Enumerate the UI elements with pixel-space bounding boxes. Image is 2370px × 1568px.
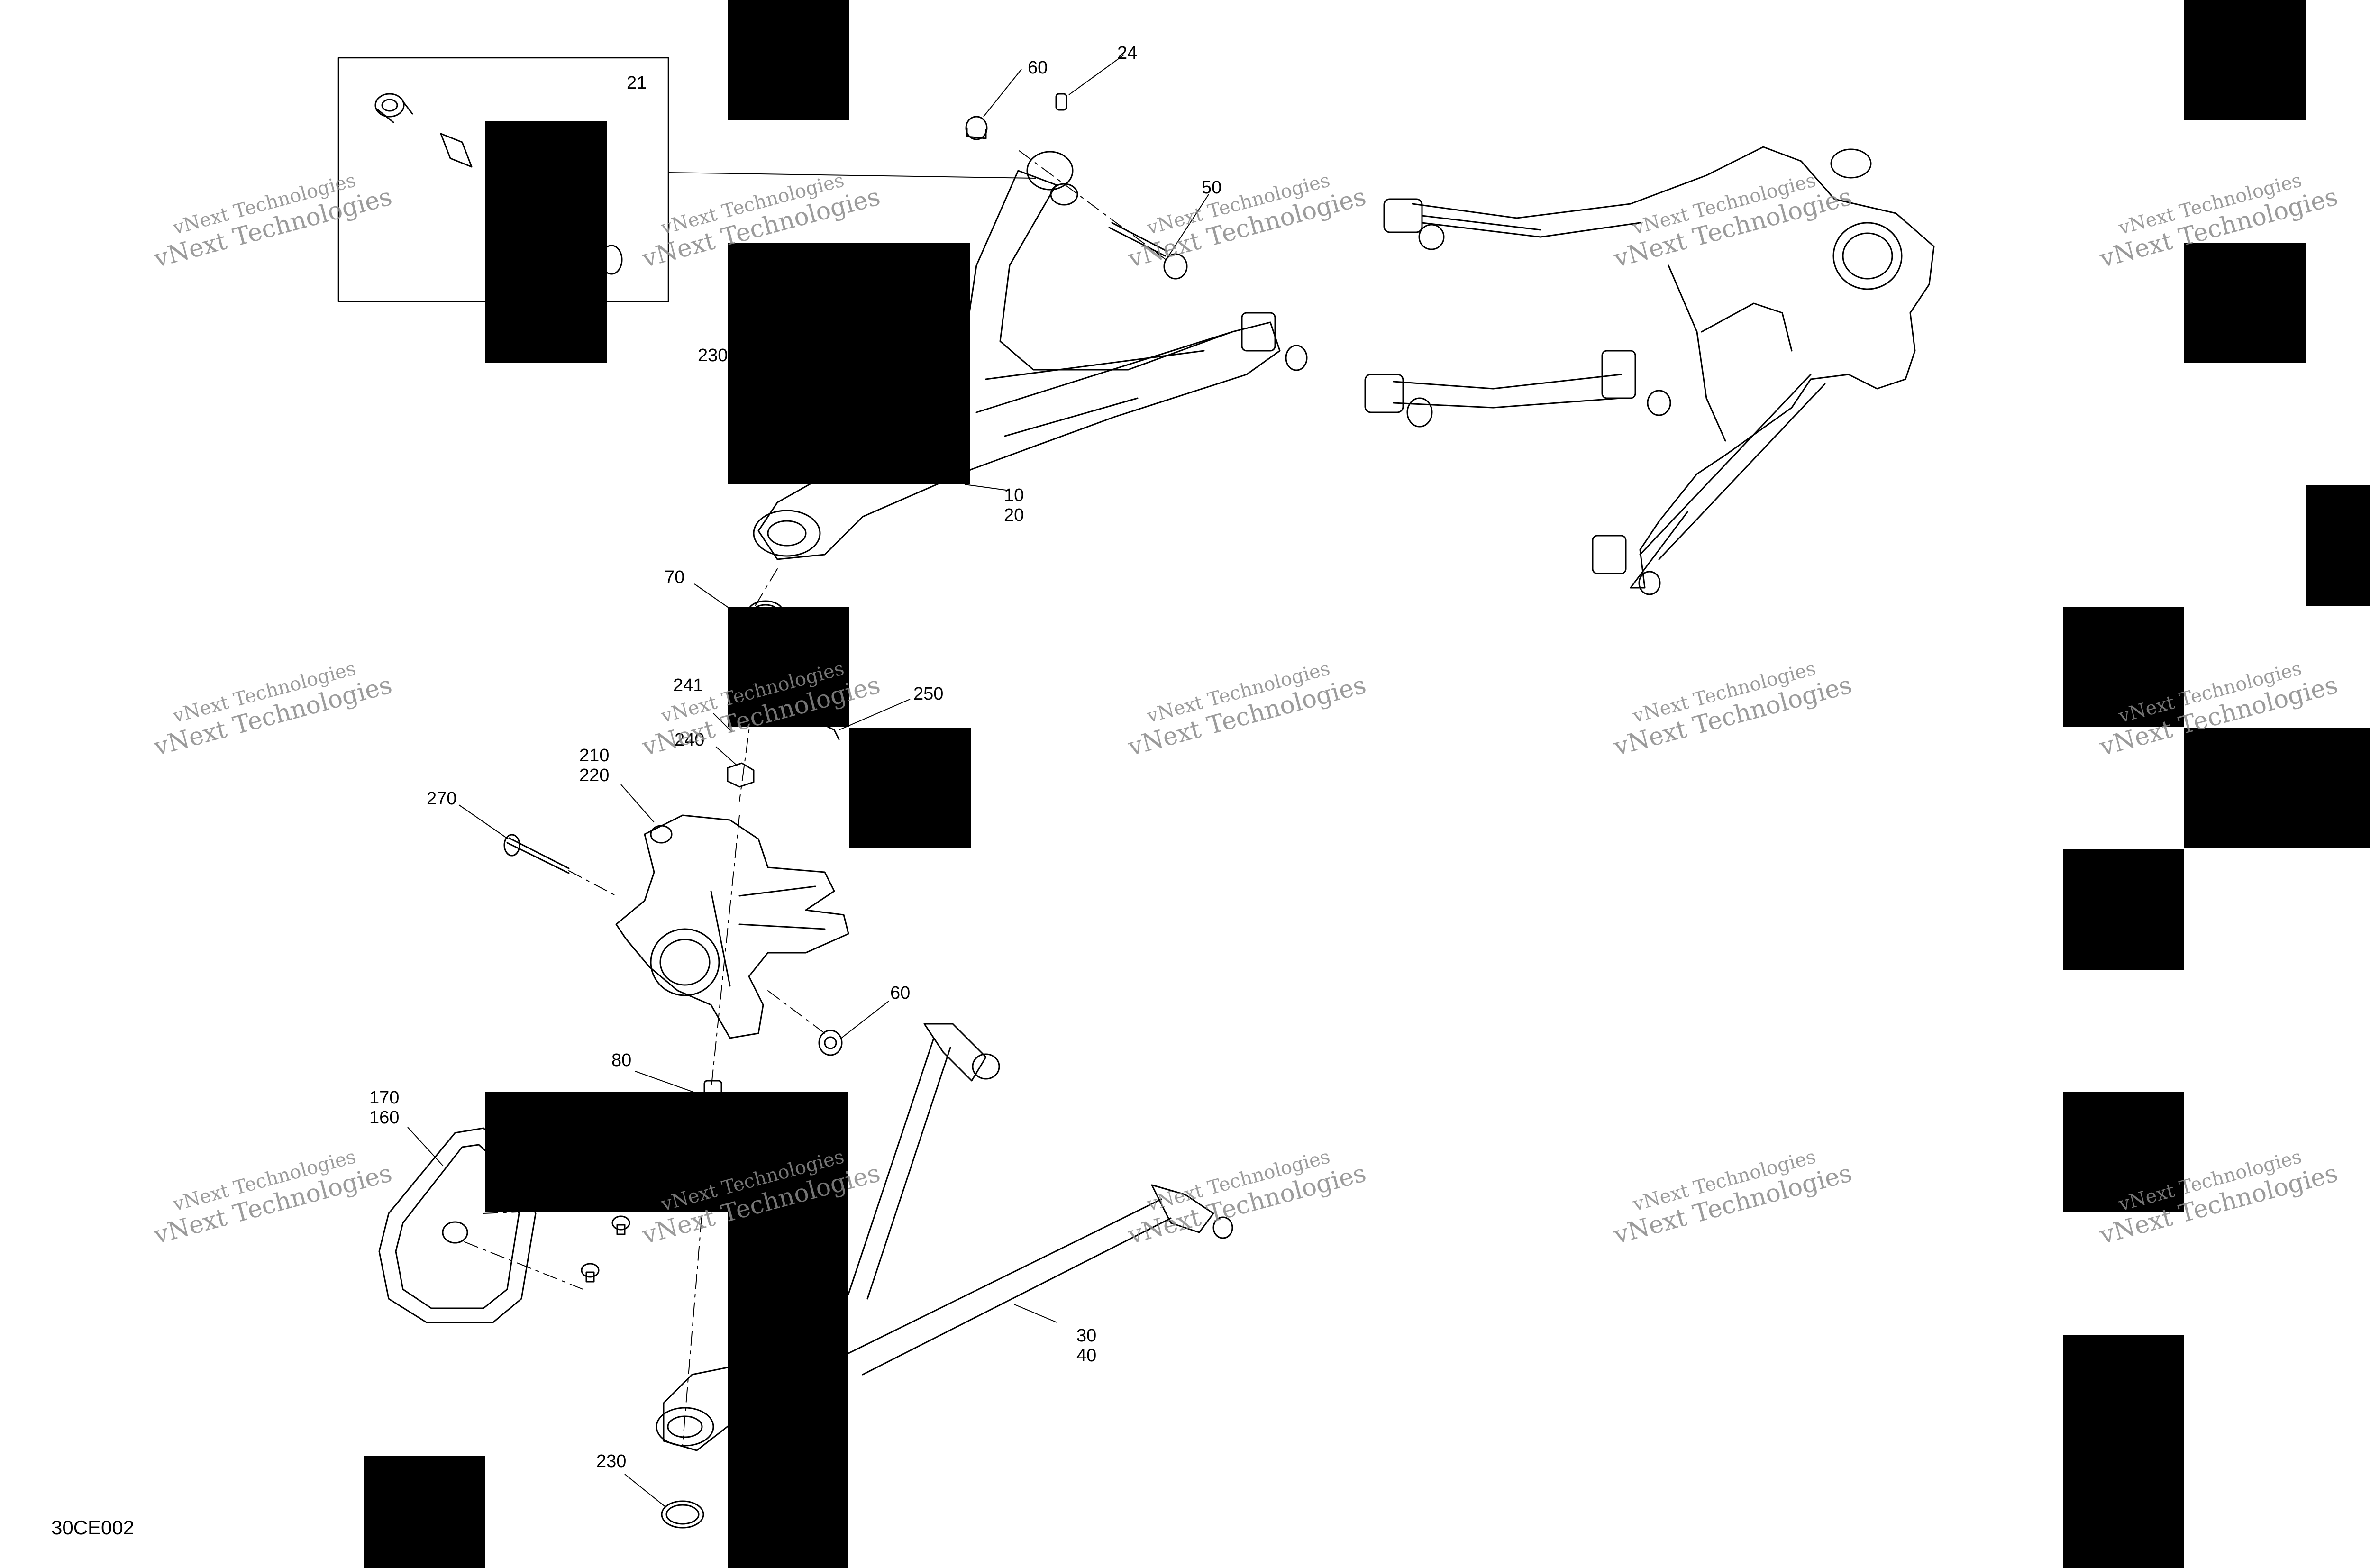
callout-30: 30 bbox=[1076, 1326, 1097, 1346]
figure-code: 30CE002 bbox=[51, 1516, 135, 1539]
callout-21: 21 bbox=[627, 73, 647, 93]
bolt-270 bbox=[503, 834, 570, 874]
axis-skid bbox=[464, 1208, 598, 1290]
callout-230-top: 230 bbox=[698, 346, 728, 365]
callout-24: 24 bbox=[1117, 43, 1138, 63]
axis-60b bbox=[767, 990, 825, 1034]
callout-250: 250 bbox=[913, 684, 944, 704]
assembled-suspension bbox=[1364, 146, 1935, 595]
nut-60-top bbox=[965, 116, 988, 140]
callout-10: 10 bbox=[1004, 485, 1024, 505]
axis-270 bbox=[568, 870, 617, 896]
callout-230-bottom: 230 bbox=[596, 1451, 627, 1471]
callout-70: 70 bbox=[665, 567, 685, 587]
grease-fitting-24 bbox=[1055, 93, 1067, 111]
callout-240: 240 bbox=[675, 730, 705, 750]
bushing-21 bbox=[374, 93, 623, 275]
callout-160: 160 bbox=[369, 1108, 400, 1128]
nut-240 bbox=[727, 762, 755, 788]
callout-40: 40 bbox=[1076, 1346, 1097, 1366]
detail-leader-21 bbox=[668, 172, 1036, 179]
nut-60-bottom bbox=[818, 1030, 843, 1056]
leader-lines bbox=[407, 54, 1209, 1508]
skid-plate bbox=[378, 1127, 537, 1323]
callout-20: 20 bbox=[1004, 505, 1024, 525]
callout-50: 50 bbox=[1202, 178, 1222, 198]
axis-upper bbox=[748, 150, 1167, 617]
screw-b bbox=[581, 1263, 600, 1283]
callout-210: 210 bbox=[579, 746, 610, 766]
callout-60-top: 60 bbox=[1028, 58, 1048, 78]
knuckle bbox=[615, 814, 849, 1039]
callout-60-bottom: 60 bbox=[890, 983, 911, 1003]
screw-a bbox=[611, 1215, 630, 1235]
callout-241: 241 bbox=[673, 675, 703, 695]
bolt-50 bbox=[1108, 222, 1188, 280]
callout-80: 80 bbox=[611, 1050, 632, 1070]
lower-a-arm bbox=[656, 1023, 1233, 1451]
redaction-blocks bbox=[364, 0, 2370, 1568]
callout-270: 270 bbox=[427, 789, 457, 809]
callout-220: 220 bbox=[579, 766, 610, 785]
callout-170: 170 bbox=[369, 1088, 400, 1108]
circlip-230 bbox=[661, 1500, 704, 1529]
